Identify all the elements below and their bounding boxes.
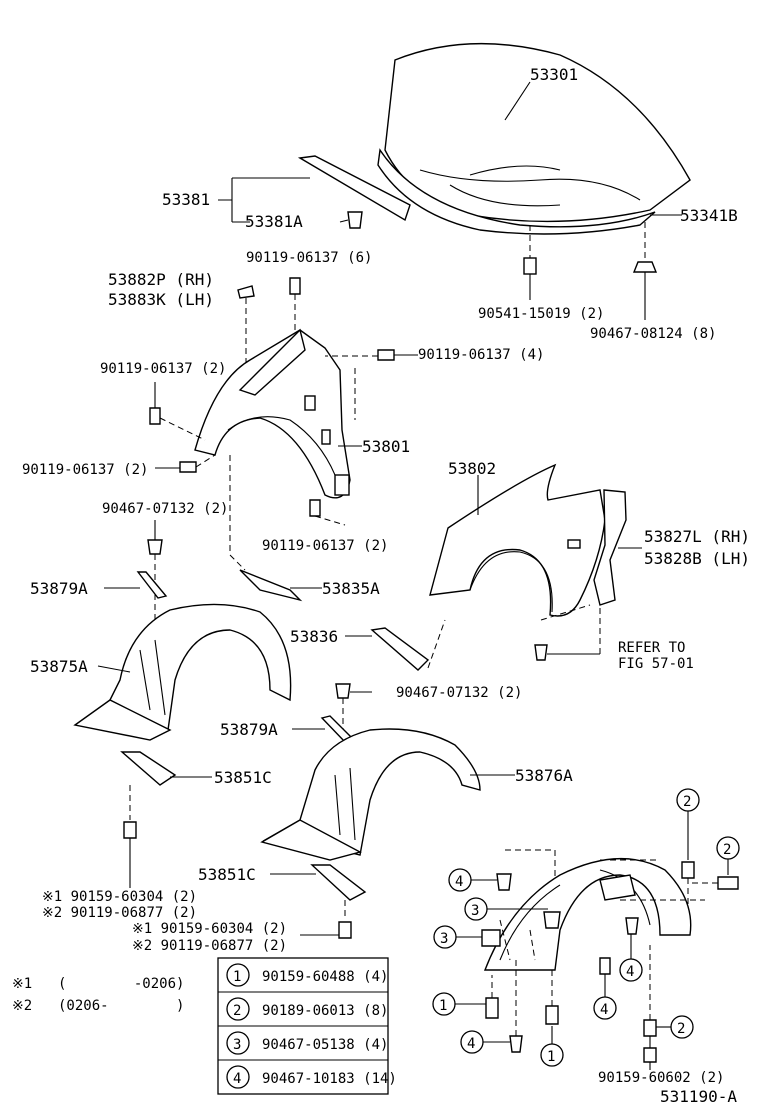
fender-rh-label: 53801 [362,437,410,456]
hood-seal-label: 53381 [162,190,210,209]
note1-range: ( -0206) [58,976,184,992]
bracket-53836[interactable] [370,627,430,671]
hood-rubber-label: 53341B [680,206,738,225]
refer-clip[interactable] [534,644,548,661]
circle-1-b: 1 [547,1049,555,1065]
circle-4-c: 4 [600,1002,608,1018]
mud-guard-bracket[interactable] [239,569,303,602]
fender-53801[interactable] [194,328,351,499]
hood-bumper-clip[interactable] [523,257,537,275]
liner-right[interactable] [260,728,481,861]
seal-rh-label: 53827L (RH) [644,527,750,546]
legend-part-3: 90467-05138 (4) [262,1037,388,1053]
clip-3-b[interactable] [481,929,501,947]
splash-right-bolt[interactable] [338,921,352,939]
circle-2-a: 2 [683,794,691,810]
bracket-lh-label: 53883K (LH) [108,290,214,309]
retainer-left-label: 53879A [30,579,88,598]
note1-mark: ※1 [12,976,32,992]
splash-left-label: 53851C [214,768,272,787]
legend-num-3: 3 [233,1037,241,1053]
fender-bracket-small[interactable] [237,285,255,299]
bolt-bottom[interactable] [309,499,321,517]
bolt-2-c[interactable] [643,1019,657,1037]
hood-bumper-clip-label: 90541-15019 (2) [478,306,604,322]
bolt-left-lower[interactable] [179,461,197,473]
note1-left-label: ※1 90159-60304 (2) [42,889,197,905]
bolt-1-b[interactable] [545,1005,559,1025]
bolt-left-lower-label: 90119-06137 (2) [22,462,148,478]
legend-table: 1 90159-60488 (4) 2 90189-06013 (8) 3 90… [217,957,397,1095]
hood-clip-label: 90467-08124 (8) [590,326,716,342]
retainer-left[interactable] [136,571,168,599]
bolt-top[interactable] [289,277,301,295]
bracket-rh-label: 53882P (RH) [108,270,214,289]
note1-mid-label: ※1 90159-60304 (2) [132,921,287,937]
bolt-bottom-label: 90119-06137 (2) [262,538,388,554]
hood-seal-clip-label: 53381A [245,212,303,231]
clip-mid-label: 90467-07132 (2) [396,685,522,701]
bolt-2-b[interactable] [717,876,739,890]
bolt-top-label: 90119-06137 (6) [246,250,372,266]
circle-4-a: 4 [455,874,463,890]
bolt-2-a[interactable] [681,861,695,879]
mud-guard[interactable] [483,857,692,971]
legend-num-1: 1 [233,969,241,985]
circle-2-b: 2 [723,842,731,858]
circle-4-d: 4 [467,1036,475,1052]
figure-code: 531190-A [660,1087,737,1106]
legend-part-1: 90159-60488 (4) [262,969,388,985]
refer-line2: FIG 57-01 [618,656,694,672]
clip-4-b[interactable] [625,917,639,935]
splash-left-bolt[interactable] [123,821,137,839]
legend-part-4: 90467-10183 (14) [262,1071,397,1087]
hood-seal[interactable] [297,155,411,222]
bolt-right-label: 90119-06137 (4) [418,347,544,363]
bolt-left-upper-label: 90119-06137 (2) [100,361,226,377]
fender-53802[interactable] [429,463,606,617]
bolt-60602[interactable] [643,1047,657,1063]
seal-lh-label: 53828B (LH) [644,549,750,568]
clip-4-a[interactable] [496,873,512,891]
liner-left[interactable] [73,603,292,741]
clip-3-a[interactable] [543,911,561,929]
retainer-mid-label: 53879A [220,720,278,739]
note2-left-label: ※2 90119-06877 (2) [42,905,197,921]
clip-left-label: 90467-07132 (2) [102,501,228,517]
fender-seal[interactable] [593,489,627,606]
legend-part-2: 90189-06013 (8) [262,1003,388,1019]
mud-guard-bracket-label: 53835A [322,579,380,598]
splash-right[interactable] [310,864,367,901]
hood-label: 53301 [530,65,578,84]
circle-2-c: 2 [677,1021,685,1037]
hood-seal-clip[interactable] [347,211,363,229]
bottom-right-bolt-label: 90159-60602 (2) [598,1070,724,1086]
clip-mid[interactable] [335,683,351,699]
circle-4-b: 4 [626,964,634,980]
fender-lh-label: 53802 [448,459,496,478]
note2-mid-label: ※2 90119-06877 (2) [132,938,287,954]
bolt-right[interactable] [377,349,395,361]
refer-line1: REFER TO [618,640,685,656]
clip-left[interactable] [147,539,163,555]
bolt-left-upper[interactable] [149,407,161,425]
bolt-1-a[interactable] [485,997,499,1019]
hood-clip[interactable] [632,261,658,273]
note2-range: (0206- ) [58,998,184,1014]
liner-left-label: 53875A [30,657,88,676]
clip-4-c[interactable] [599,957,611,975]
bracket-53836-label: 53836 [290,627,338,646]
legend-num-2: 2 [233,1003,241,1019]
circle-1-a: 1 [439,998,447,1014]
hood-panel[interactable] [377,42,691,235]
clip-4-d[interactable] [509,1035,523,1053]
circle-3-a: 3 [471,903,479,919]
circle-3-b: 3 [440,931,448,947]
note2-mark: ※2 [12,998,32,1014]
legend-num-4: 4 [233,1071,241,1087]
splash-left[interactable] [120,751,177,786]
liner-right-label: 53876A [515,766,573,785]
splash-right-label: 53851C [198,865,256,884]
